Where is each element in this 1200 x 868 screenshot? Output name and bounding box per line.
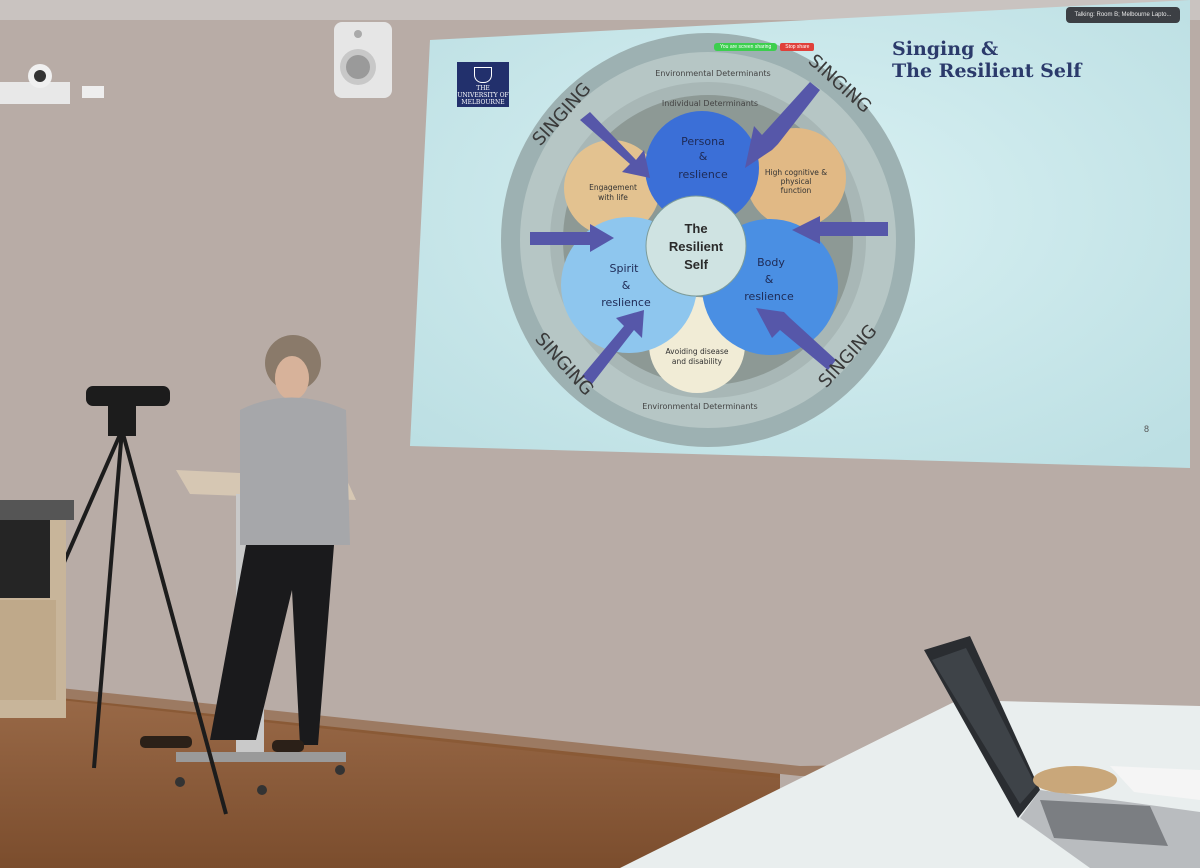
crest-icon (474, 67, 492, 83)
persona-petal (645, 111, 759, 225)
engagement-line-2: with life (598, 193, 628, 202)
slide-title-line-2: The Resilient Self (892, 60, 1082, 82)
center-line-3: Self (684, 257, 709, 272)
persona-line-2: & (699, 150, 708, 163)
camera-tripod (28, 386, 228, 815)
singing-bottom-left: SINGING (531, 329, 598, 400)
cognitive-line-1: High cognitive & (765, 168, 827, 177)
presenter (140, 335, 350, 752)
persona-line-3: reslience (678, 168, 728, 181)
body-line-1: Body (757, 256, 785, 269)
wall-speaker (334, 22, 392, 98)
avoiding-line-2: and disability (672, 357, 723, 366)
env-determinants-top: Environmental Determinants (655, 69, 770, 78)
logo-text: THE UNIVERSITY OF MELBOURNE (457, 85, 509, 106)
university-logo: THE UNIVERSITY OF MELBOURNE (457, 62, 509, 107)
singing-bottom-right: SINGING (814, 321, 881, 392)
slide-page-number: 8 (1144, 424, 1150, 434)
center-circle (646, 196, 746, 296)
av-cabinet (0, 500, 74, 718)
persona-line-1: Persona (681, 135, 725, 148)
zoom-share-bar: You are screen sharing Stop share (714, 41, 864, 52)
table-with-laptop (620, 636, 1200, 868)
cognitive-line-3: function (781, 186, 812, 195)
env-determinants-bottom: Environmental Determinants (642, 402, 757, 411)
screen-sharing-indicator: You are screen sharing (714, 42, 778, 51)
wall-camera (0, 64, 104, 104)
avoiding-line-1: Avoiding disease (665, 347, 728, 356)
individual-determinants: Individual Determinants (662, 99, 758, 108)
spirit-line-2: & (622, 279, 631, 292)
body-line-3: reslience (744, 290, 794, 303)
center-line-1: The (684, 221, 707, 236)
body-line-2: & (765, 273, 774, 286)
spirit-line-3: reslience (601, 296, 651, 309)
stop-share-button[interactable]: Stop share (780, 42, 815, 51)
slide-title: Singing & The Resilient Self (892, 38, 1081, 82)
resilience-diagram (501, 33, 915, 447)
slide-title-line-1: Singing & (892, 38, 999, 60)
engagement-line-1: Engagement (589, 183, 637, 192)
singing-top-left: SINGING (528, 79, 595, 150)
singing-top-right: SINGING (804, 50, 875, 117)
center-line-2: Resilient (669, 239, 724, 254)
cognitive-petal (746, 128, 846, 228)
spirit-line-1: Spirit (610, 262, 640, 275)
cognitive-line-2: physical (781, 177, 812, 186)
talking-indicator: Talking: Room B; Melbourne Lapto... (1066, 7, 1180, 23)
